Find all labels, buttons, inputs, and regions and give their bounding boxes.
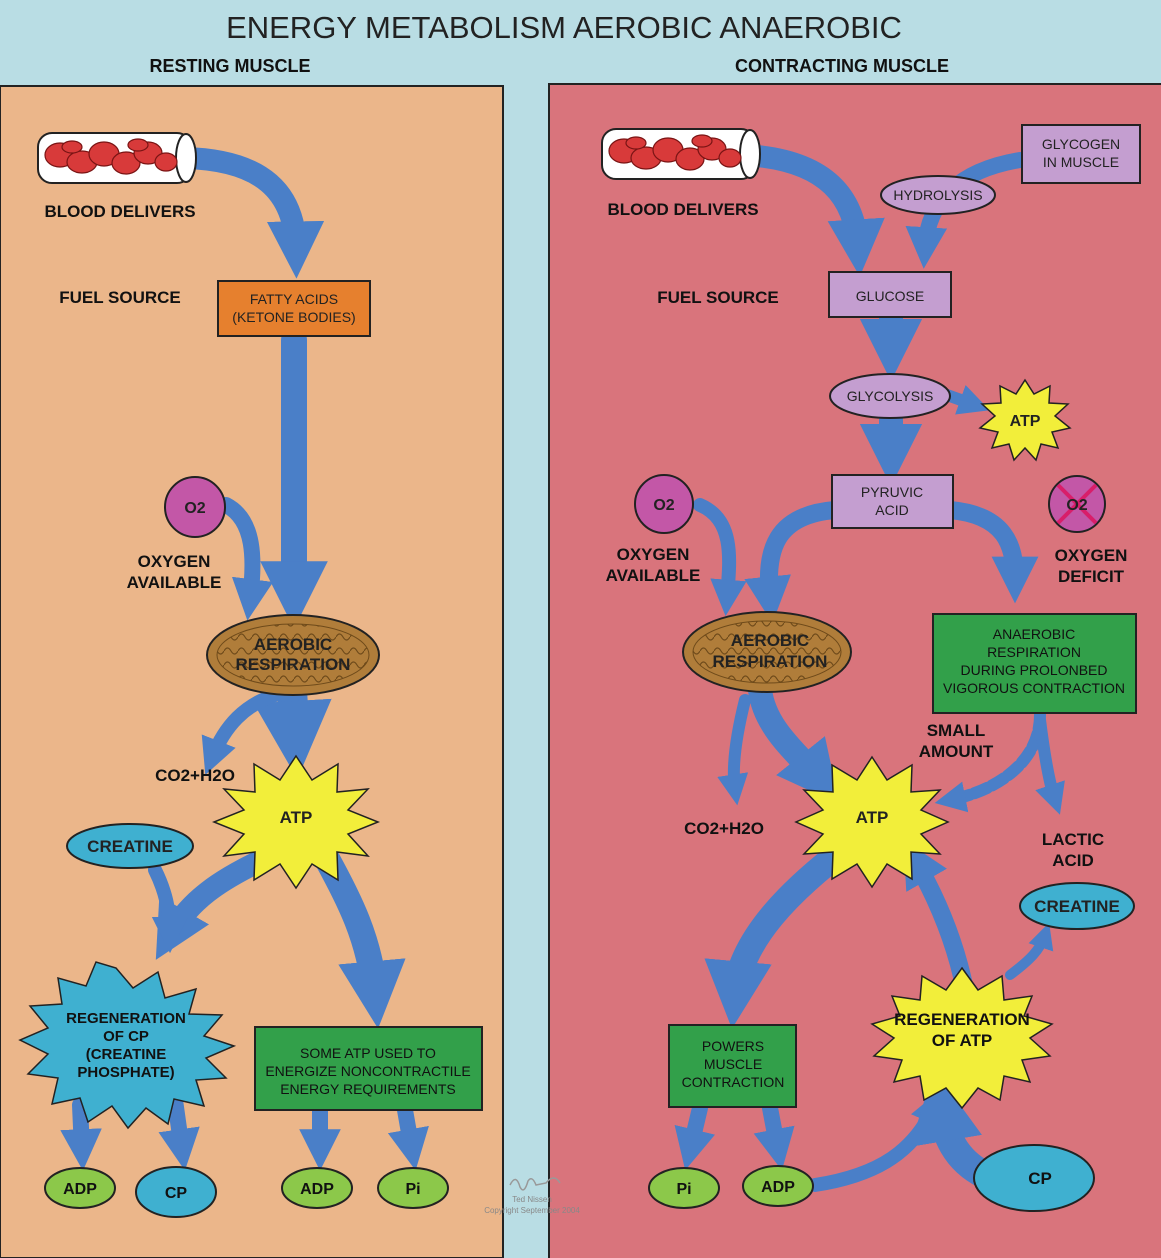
left-o2-circle (164, 476, 226, 538)
right-aerobic-line1: AEROBIC (731, 631, 809, 650)
right-co2-label: CO2+H2O (684, 819, 764, 838)
pyruvic-line2: ACID (875, 502, 908, 518)
hydrolysis-oval (880, 175, 996, 215)
left-cp-oval (135, 1166, 217, 1218)
anaerobic-line4: VIGOROUS CONTRACTION (943, 680, 1125, 696)
some-atp-line2: ENERGIZE NONCONTRACTILE (265, 1063, 470, 1079)
o2-deficit-icon (1048, 475, 1106, 533)
credit-line2: Copyright September 2004 (484, 1206, 580, 1215)
fatty-acids-line2: (KETONE BODIES) (232, 309, 355, 325)
right-o2-label: O2 (653, 497, 674, 514)
left-aerobic-line2: RESPIRATION (236, 655, 351, 674)
contracting-header: CONTRACTING MUSCLE (735, 56, 949, 76)
left-aerobic-line1: AEROBIC (254, 635, 332, 654)
regen-cp-line2: OF CP (103, 1028, 149, 1045)
resting-header: RESTING MUSCLE (149, 56, 310, 76)
anaerobic-line3: DURING PROLONBED (960, 662, 1107, 678)
glucose-label: GLUCOSE (856, 288, 924, 304)
right-o2-circle (634, 474, 694, 534)
small-amount-line2: AMOUNT (919, 742, 994, 761)
small-atp-star (978, 378, 1072, 462)
signature-scribble (509, 1177, 561, 1191)
some-atp-line1: SOME ATP USED TO (300, 1045, 436, 1061)
lactic-line2: ACID (1052, 851, 1094, 870)
glycolysis-oval (829, 373, 951, 419)
regen-cp-line3: (CREATINE (86, 1046, 167, 1063)
left-blood-vessel (37, 132, 197, 184)
right-pi-label: Pi (676, 1181, 691, 1198)
glycogen-line1: GLYCOGEN (1042, 136, 1120, 152)
left-atp-label: ATP (280, 808, 313, 827)
powers-box (668, 1024, 797, 1108)
right-cp-label: CP (1028, 1169, 1052, 1188)
right-oxygen-line2: AVAILABLE (606, 566, 701, 585)
left-oxygen-line1: OXYGEN (138, 552, 211, 571)
left-adp2-oval (281, 1167, 353, 1209)
some-atp-line3: ENERGY REQUIREMENTS (280, 1081, 456, 1097)
regen-cp-starburst (18, 961, 237, 1130)
glucose-box (828, 271, 952, 318)
glycogen-line2: IN MUSCLE (1043, 154, 1119, 170)
regen-atp-line2: OF ATP (932, 1031, 992, 1050)
deficit-line2: DEFICIT (1058, 567, 1125, 586)
small-amount-line1: SMALL (927, 721, 986, 740)
regen-cp-line4: PHOSPHATE) (77, 1064, 174, 1081)
right-cp-oval (973, 1144, 1095, 1212)
right-aerobic-line2: RESPIRATION (713, 652, 828, 671)
regen-cp-line1: REGENERATION (66, 1010, 186, 1027)
right-atp-star (794, 755, 950, 889)
regen-atp-line1: REGENERATION (894, 1010, 1030, 1029)
right-oxygen-line1: OXYGEN (617, 545, 690, 564)
powers-line3: CONTRACTION (682, 1074, 785, 1090)
right-blood-vessel (601, 128, 761, 180)
hydrolysis-label: HYDROLYSIS (893, 187, 982, 203)
right-adp-oval (742, 1165, 814, 1207)
left-cp-label: CP (165, 1185, 188, 1202)
right-mitochondrion (682, 611, 852, 693)
left-mitochondrion (206, 614, 380, 696)
fatty-acids-line1: FATTY ACIDS (250, 291, 338, 307)
right-atp-label: ATP (856, 808, 889, 827)
anaerobic-line1: ANAEROBIC (993, 626, 1075, 642)
left-fuel-source-label: FUEL SOURCE (59, 288, 181, 307)
left-creatine-oval (66, 823, 194, 869)
right-pi-oval (648, 1167, 720, 1209)
left-pi-label: Pi (405, 1181, 420, 1198)
regen-atp-starburst (870, 966, 1054, 1110)
anaerobic-box (932, 613, 1137, 714)
right-blood-delivers-label: BLOOD DELIVERS (607, 200, 758, 219)
left-adp1-label: ADP (63, 1181, 97, 1198)
pyruvic-line1: PYRUVIC (861, 484, 923, 500)
lactic-line1: LACTIC (1042, 830, 1104, 849)
right-arrows (674, 144, 1065, 1192)
left-blood-delivers-label: BLOOD DELIVERS (44, 202, 195, 221)
right-creatine-oval (1019, 882, 1135, 930)
left-oxygen-line2: AVAILABLE (127, 573, 222, 592)
powers-line2: MUSCLE (704, 1056, 762, 1072)
left-adp1-oval (44, 1167, 116, 1209)
pyruvic-box (831, 474, 954, 529)
right-adp-label: ADP (761, 1179, 795, 1196)
right-creatine-label: CREATINE (1034, 897, 1120, 916)
small-atp-label: ATP (1010, 413, 1041, 430)
credit-line1: Ted Nissen (512, 1195, 552, 1204)
glycolysis-label: GLYCOLYSIS (847, 388, 934, 404)
left-co2-label: CO2+H2O (155, 766, 235, 785)
o2-deficit-label: O2 (1066, 497, 1087, 514)
left-atp-star (211, 754, 381, 890)
left-pi-oval (377, 1167, 449, 1209)
glycogen-box (1021, 124, 1141, 184)
powers-line1: POWERS (702, 1038, 764, 1054)
page-title: ENERGY METABOLISM AEROBIC ANAEROBIC (226, 10, 902, 45)
left-adp2-label: ADP (300, 1181, 334, 1198)
left-creatine-label: CREATINE (87, 837, 173, 856)
some-atp-box (254, 1026, 483, 1111)
deficit-line1: OXYGEN (1055, 546, 1128, 565)
fatty-acids-box (217, 280, 371, 337)
anaerobic-line2: RESPIRATION (987, 644, 1081, 660)
right-fuel-source-label: FUEL SOURCE (657, 288, 779, 307)
left-o2-label: O2 (184, 500, 205, 517)
